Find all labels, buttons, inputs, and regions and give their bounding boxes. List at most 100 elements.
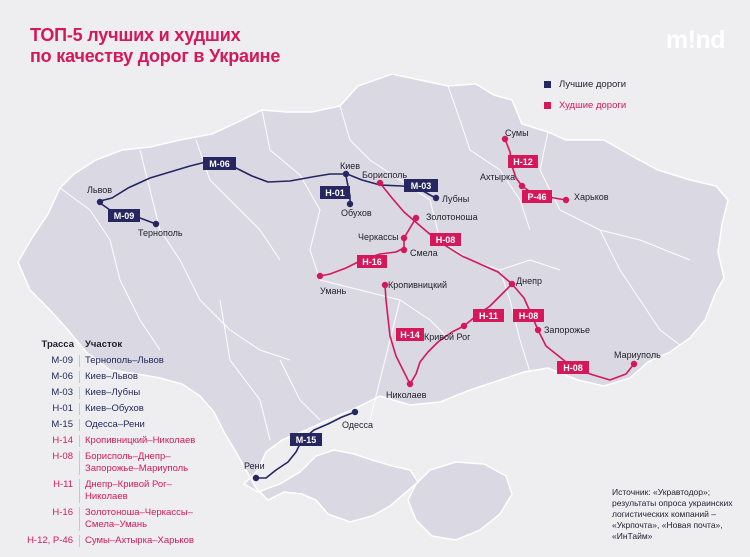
city-label-kryvyi-rih: Кривой Рог [424,332,471,342]
badge-m06 [203,157,236,170]
city-label-smila: Смела [410,248,438,258]
table-cell-section: Золотоноша–Черкассы– Смела–Умань [85,507,193,530]
city-label-kropyvnytskyi: Кропивницкий [388,280,447,290]
badge-m03-text: М-03 [411,181,432,191]
table-cell-section: Сумы–Ахтырка–Харьков [85,535,194,546]
table-row: М-03 Киев–Лубны [25,387,195,399]
badge-h16 [357,255,387,268]
ukraine-territory [17,73,729,523]
legend-swatch-worst [544,102,551,109]
city-label-reni: Рени [244,461,265,471]
route-badges: М-06 М-09 Н-01 М-03 М-15 Н-12 Р-46 Н-08 … [108,155,589,446]
table-cell-road: Н-16 [25,507,80,531]
badge-h08b [513,309,544,322]
legend-label-worst: Худшие дороги [559,100,627,111]
header-section: Участок [85,339,123,350]
city-label-kyiv: Киев [340,161,360,171]
city-label-zolotonosha: Золотоноша [426,212,478,222]
crimea-territory [407,461,513,541]
table-cell-road: Н-14 [25,435,80,447]
city-dot-mykolaiv [406,380,414,388]
legend-label-best: Лучшие дороги [559,79,627,90]
city-dot-kropyvnytskyi [381,281,389,289]
table-cell-section: Борисполь–Днепр– Запорожье–Мариуполь [85,451,189,474]
table-cell-section: Киев–Обухов [85,403,144,414]
badge-h08b-text: Н-08 [519,311,539,321]
city-labels: Львов Тернополь Киев Борисполь Обухов Лу… [87,128,661,471]
city-label-dnipro: Днепр [516,276,542,286]
table-cell-road: Н-08 [25,451,80,475]
city-dot-reni [252,474,260,482]
table-cell-section: Кропивницкий–Николаев [85,435,196,446]
city-label-lviv: Львов [87,185,112,195]
badge-p46-text: Р-46 [527,192,546,202]
city-dot-dnipro [508,280,516,288]
table-cell-section: Тернополь–Львов [85,355,164,366]
city-dot-kharkiv [562,196,570,204]
city-label-uman: Умань [320,286,346,296]
worst-city-dots [316,135,638,388]
map-title: ТОП-5 лучших и худших по качеству дорог … [30,25,280,67]
badge-h01-text: Н-01 [325,188,345,198]
city-dot-uman [316,272,324,280]
table-row: Н-14 Кропивницкий–Николаев [25,435,195,447]
badge-m15-text: М-15 [296,435,317,445]
city-label-lubny: Лубны [442,194,469,204]
table-cell-road: М-06 [25,371,80,383]
table-cell-road: М-15 [25,419,80,431]
city-label-sumy: Сумы [505,128,529,138]
badge-m15 [290,433,322,446]
city-label-cherkasy: Черкассы [358,232,399,242]
badge-m06-text: М-06 [209,159,230,169]
city-label-ternopil: Тернополь [138,228,183,238]
city-label-obukhiv: Обухов [341,208,372,218]
city-dot-obukhiv [346,200,354,208]
city-dot-smila [400,246,408,254]
roads-table: Трасса Участок М-09 Тернополь–Львов М-06… [25,339,195,551]
roads-table-header: Трасса Участок [25,339,195,351]
table-row: Н-12, Р-46 Сумы–Ахтырка–Харьков [25,535,195,547]
table-row: М-06 Киев–Львов [25,371,195,383]
route-h16-line [319,217,417,277]
table-row: М-09 Тернополь–Львов [25,355,195,367]
header-road: Трасса [41,339,75,350]
badge-h08c-text: Н-08 [563,363,583,373]
city-dot-kryvyi-rih [460,322,468,330]
table-cell-section: Киев–Львов [85,371,138,382]
badge-h11-text: Н-11 [479,311,498,321]
route-m03-line [346,173,437,199]
badge-h12-text: Н-12 [513,157,533,167]
table-cell-road: М-09 [25,355,80,367]
badge-h14-text: Н-14 [400,330,420,340]
city-dot-odesa [351,408,359,416]
city-label-kharkiv: Харьков [574,192,609,202]
table-cell-section: Днепр–Кривой Рог– Николаев [85,479,172,502]
table-row: Н-11 Днепр–Кривой Рог– Николаев [25,479,195,503]
table-cell-road: Н-12, Р-46 [25,535,80,547]
brand-logo: m!nd [665,26,726,54]
table-cell-road: Н-11 [25,479,80,503]
table-row: Н-16 Золотоноша–Черкассы– Смела–Умань [25,507,195,531]
table-cell-section: Киев–Лубны [85,387,141,398]
badge-h12 [508,155,538,168]
legend-swatch-best [544,81,551,88]
city-dot-boryspil [376,179,384,187]
title-line-2: по качеству дорог в Украине [30,46,281,66]
table-row: Н-08 Борисполь–Днепр– Запорожье–Мариупол… [25,451,195,475]
badge-h16-text: Н-16 [362,257,382,267]
best-city-dots [96,170,440,482]
table-cell-road: Н-01 [25,403,80,415]
table-row: Н-01 Киев–Обухов [25,403,195,415]
badge-m09-text: М-09 [114,211,135,221]
city-dot-akhtyrka [518,182,526,190]
badge-h11 [473,309,504,322]
badge-h08c [557,361,589,374]
table-cell-road: М-03 [25,387,80,399]
city-label-boryspil: Борисполь [362,170,407,180]
route-h14-line [384,284,411,385]
city-dot-sumy [501,135,509,143]
city-dot-mariupol [630,360,638,368]
badge-h08a [430,233,461,246]
legend-item-worst: Худшие дороги [544,95,626,116]
title-line-1: ТОП-5 лучших и худших [30,25,241,45]
